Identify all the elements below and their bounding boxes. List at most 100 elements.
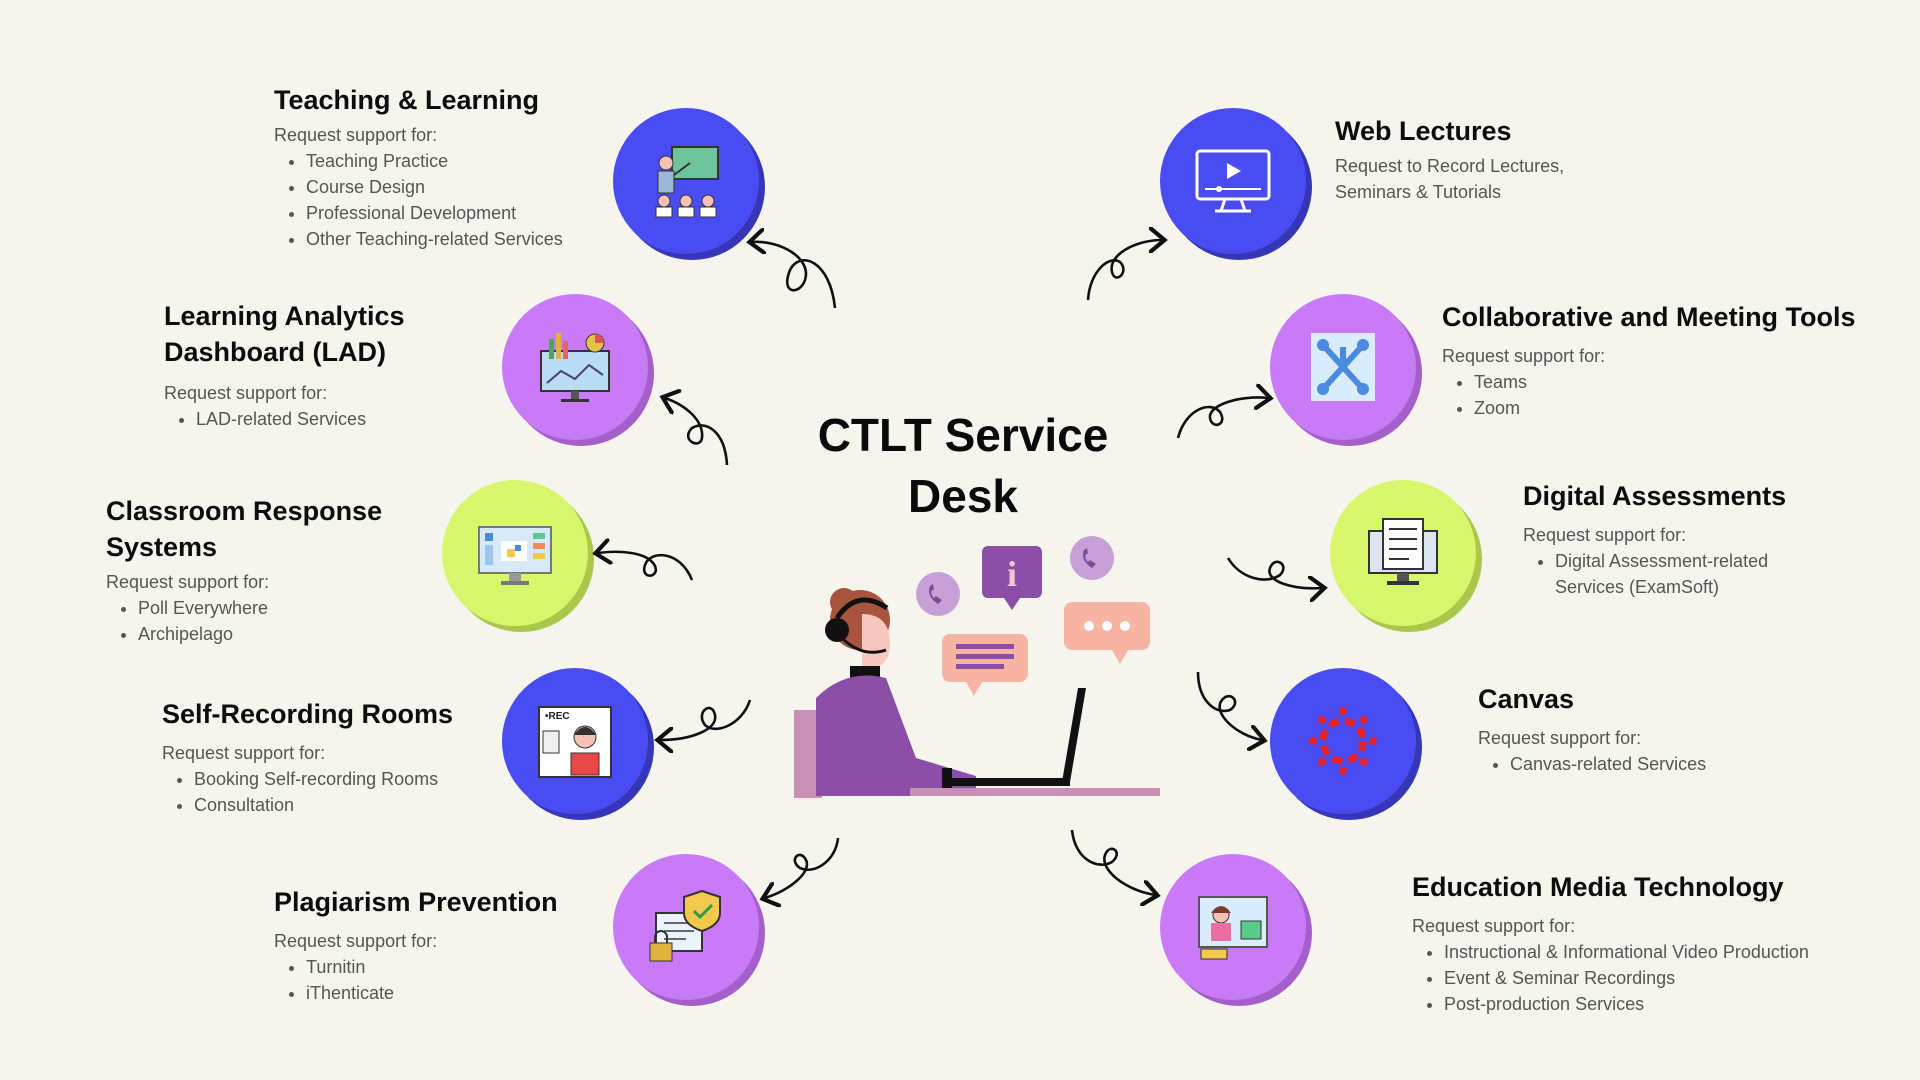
service-subtitle: Request support for:	[1412, 916, 1576, 936]
list-item: Zoom	[1474, 395, 1856, 421]
arrow-pp	[765, 837, 840, 898]
arrow-srr	[660, 699, 752, 740]
service-list: Instructional & Informational Video Prod…	[1412, 939, 1809, 1017]
service-canvas: Canvas Request support for: Canvas-relat…	[1478, 681, 1706, 777]
service-title: Canvas	[1478, 684, 1575, 714]
list-item: Turnitin	[306, 954, 558, 980]
service-title: Systems	[106, 532, 218, 562]
service-title: Dashboard (LAD)	[164, 337, 386, 367]
list-item: Other Teaching-related Services	[306, 226, 563, 252]
service-line: Seminars & Tutorials	[1335, 182, 1502, 202]
monitor-poll-icon	[478, 526, 552, 585]
pp-circle	[613, 854, 759, 1000]
media-production-icon	[1198, 896, 1268, 960]
list-item: Course Design	[306, 174, 563, 200]
list-item: Post-production Services	[1444, 991, 1809, 1017]
video-monitor-icon	[1195, 149, 1271, 213]
arrow-digital	[1226, 557, 1322, 588]
headset-icon	[825, 618, 849, 642]
service-subtitle: Request support for:	[164, 383, 328, 403]
service-list: Canvas-related Services	[1478, 751, 1706, 777]
list-item: Consultation	[194, 792, 453, 818]
lad-circle	[502, 294, 648, 440]
service-emt: Education Media Technology Request suppo…	[1412, 869, 1809, 1017]
canvas-logo-icon	[1309, 707, 1377, 775]
collab-circle	[1270, 294, 1416, 440]
chat-bubbles: i	[916, 536, 1150, 696]
info-icon: i	[1007, 554, 1017, 594]
service-list: Poll Everywhere Archipelago	[106, 595, 382, 647]
service-list: Booking Self-recording Rooms Consultatio…	[162, 766, 453, 818]
list-item: iThenticate	[306, 980, 558, 1006]
list-item-text: Services (ExamSoft)	[1555, 577, 1720, 597]
service-subtitle: Request support for:	[274, 125, 438, 145]
list-item-text: Digital Assessment-related	[1555, 551, 1769, 571]
service-title: Learning Analytics	[164, 301, 405, 331]
service-subtitle: Request support for:	[162, 743, 326, 763]
service-subtitle: Request support for:	[274, 931, 438, 951]
service-title: Plagiarism Prevention	[274, 887, 558, 917]
list-item: Canvas-related Services	[1510, 751, 1706, 777]
arrow-web	[1086, 240, 1162, 301]
arrow-collab	[1176, 397, 1268, 439]
analytics-monitor-icon	[540, 333, 610, 402]
service-subtitle: Request support for:	[106, 572, 270, 592]
service-digital-assessments: Digital Assessments Request support for:…	[1523, 478, 1786, 600]
service-title: Web Lectures	[1335, 116, 1512, 146]
arrow-teaching	[752, 242, 837, 309]
list-item: Event & Seminar Recordings	[1444, 965, 1809, 991]
list-item: Teams	[1474, 369, 1856, 395]
service-web-lectures: Web Lectures Request to Record Lectures,…	[1335, 113, 1564, 205]
service-line: Request to Record Lectures,	[1335, 156, 1565, 176]
rec-label: •REC	[545, 711, 570, 722]
support-agent-illustration: i	[794, 536, 1160, 798]
service-title: Teaching & Learning	[274, 85, 540, 115]
teaching-circle	[613, 108, 759, 254]
service-list: Teaching Practice Course Design Professi…	[274, 148, 563, 252]
service-srr: Self-Recording Rooms Request support for…	[162, 696, 453, 818]
service-plagiarism: Plagiarism Prevention Request support fo…	[274, 884, 558, 1006]
service-list: Turnitin iThenticate	[274, 954, 558, 1006]
list-item: Archipelago	[138, 621, 382, 647]
crs-circle	[442, 480, 588, 626]
service-subtitle: Request support for:	[1442, 346, 1606, 366]
service-title: Education Media Technology	[1412, 872, 1784, 902]
service-lad: Learning Analytics Dashboard (LAD) Reque…	[164, 298, 405, 432]
list-item: Poll Everywhere	[138, 595, 382, 621]
phone-icon	[1083, 548, 1096, 568]
service-subtitle: Request support for:	[1478, 728, 1642, 748]
service-title: Digital Assessments	[1523, 481, 1787, 511]
web-circle	[1160, 108, 1306, 254]
phone-bubble-right	[1070, 536, 1114, 580]
list-item: Professional Development	[306, 200, 563, 226]
service-list: LAD-related Services	[164, 406, 405, 432]
list-item: Teaching Practice	[306, 148, 563, 174]
arrow-lad	[665, 398, 729, 466]
list-item: Booking Self-recording Rooms	[194, 766, 453, 792]
service-subtitle: Request support for:	[1523, 525, 1687, 545]
phone-icon	[929, 584, 942, 604]
recording-person-icon: •REC	[538, 706, 612, 778]
teacher-presentation-icon	[655, 146, 719, 218]
list-item: LAD-related Services	[196, 406, 405, 432]
arrow-canvas	[1196, 671, 1262, 740]
service-title: Classroom Response	[106, 496, 383, 526]
collaboration-network-icon	[1311, 333, 1375, 401]
service-title: Collaborative and Meeting Tools	[1442, 302, 1856, 332]
digital-circle	[1330, 480, 1476, 626]
page-title: CTLT Service Desk	[817, 409, 1109, 522]
canvas-circle	[1270, 668, 1416, 814]
laptop-icon	[1062, 688, 1086, 782]
service-title: Self-Recording Rooms	[162, 699, 454, 729]
service-collab: Collaborative and Meeting Tools Request …	[1442, 299, 1856, 421]
shield-document-icon	[649, 889, 721, 962]
service-teaching-learning: Teaching & Learning Request support for:…	[274, 82, 563, 252]
phone-bubble-left	[916, 572, 960, 616]
info-bubble	[982, 546, 1042, 598]
exam-document-icon	[1368, 518, 1438, 585]
arrow-crs	[598, 552, 694, 581]
srr-circle: •REC	[502, 668, 648, 814]
